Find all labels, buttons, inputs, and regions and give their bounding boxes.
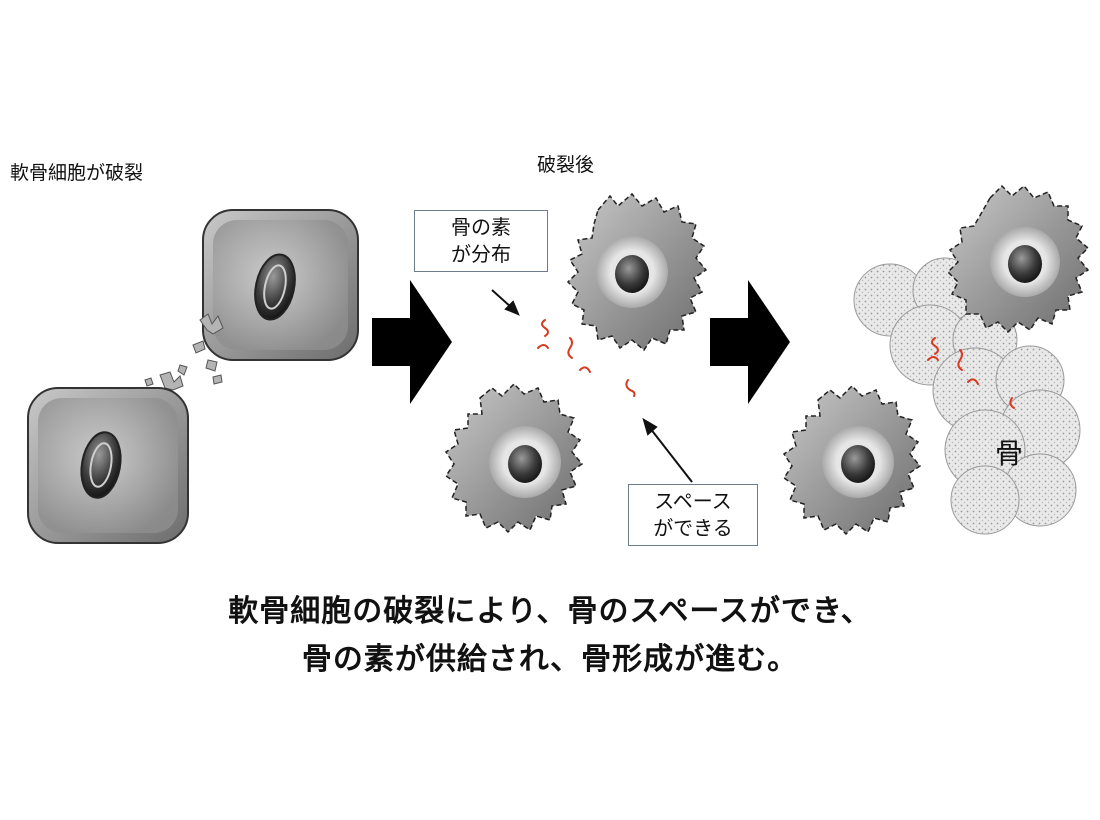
callout-pointer-material	[491, 289, 520, 316]
caption-line1: 軟骨細胞の破裂により、骨のスペースができ、	[228, 594, 872, 629]
stage1-label: 軟骨細胞が破裂	[10, 162, 144, 184]
callout-bone-material: 骨の素 が分布	[414, 210, 548, 272]
chondrocyte-lower	[27, 387, 189, 544]
process-arrow-2	[710, 280, 790, 404]
bone-label: 骨	[995, 437, 1024, 470]
process-arrow-1	[372, 280, 452, 404]
bone-material-fragments-stage3	[927, 337, 1015, 409]
chondrocyte-upper	[202, 209, 359, 361]
burst-cell-upper	[566, 192, 708, 352]
callout-pointer-space	[642, 417, 693, 483]
callout-bone-material-line2: が分布	[451, 242, 511, 266]
burst-cell-right-lower	[782, 384, 922, 536]
callout-space-line2: ができる	[653, 516, 733, 540]
stage2-label: 破裂後	[537, 154, 595, 176]
bone-tissue	[853, 257, 1081, 535]
callout-space: スペース ができる	[628, 484, 758, 546]
burst-cell-lower	[444, 382, 584, 534]
callout-space-line1: スペース	[654, 489, 732, 513]
caption-line2: 骨の素が供給され、骨形成が進む。	[301, 642, 799, 677]
burst-cell-right-upper	[946, 184, 1090, 334]
callout-bone-material-line1: 骨の素	[451, 215, 511, 239]
bone-material-fragments	[537, 319, 636, 397]
